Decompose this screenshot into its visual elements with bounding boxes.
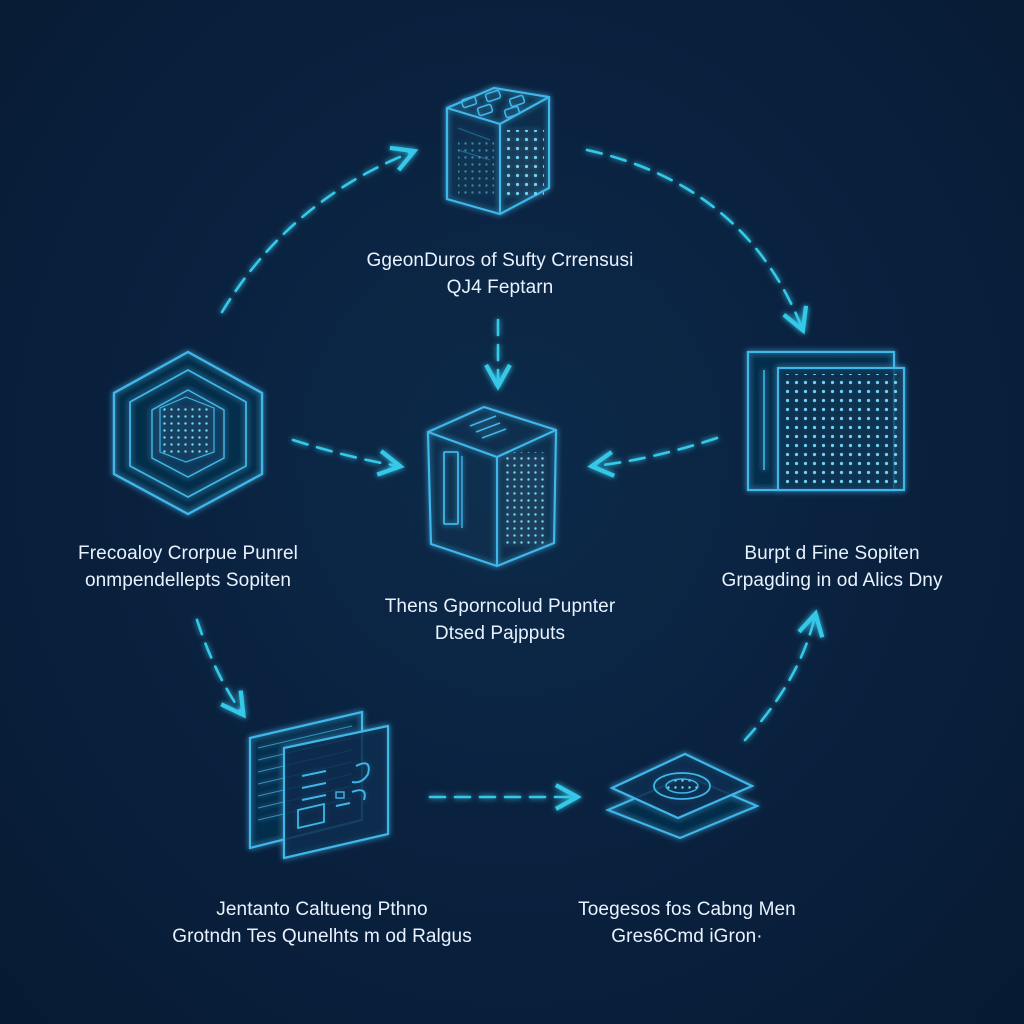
arrow-left-to-bottom-left [195, 618, 246, 719]
node-label-bottom-left: Jentanto Caltueng Pthno Grotndn Tes Qune… [172, 896, 472, 950]
data-cube-icon [445, 86, 551, 216]
node-label-center-line-2: Dtsed Pajpputs [434, 623, 566, 644]
node-label-right-line-1: Burpt d Fine Sopiten [744, 543, 920, 564]
node-label-top-line-2: QJ4 Feptarn [446, 277, 554, 298]
node-label-right-line-2: Grpagding in od Alics Dny [721, 570, 943, 591]
layered-chip-icon [605, 752, 760, 840]
grid-panel-icon [746, 350, 906, 492]
node-label-center-line-1: Thens Gporncolud Pupnter [384, 596, 616, 617]
document-panel-icon [248, 710, 390, 860]
arrow-left-to-top [220, 145, 419, 314]
node-label-top: GgeonDuros of Sufty Crrensusi QJ4 Feptar… [367, 247, 634, 301]
node-label-left-line-1: Frecoaloy Crorpue Punrel [78, 543, 298, 564]
arrows [195, 145, 825, 811]
node-label-bottom-right: Toegesos fos Cabng Men Gres6Cmd iGron· [578, 896, 796, 950]
node-label-bottom-right-line-2: Gres6Cmd iGron· [611, 926, 763, 947]
arrow-top-to-right [585, 148, 809, 335]
node-label-left: Frecoaloy Crorpue Punrel onmpendellepts … [78, 540, 298, 594]
node-label-right: Burpt d Fine Sopiten Grpagding in od Ali… [721, 540, 942, 594]
arrow-left-to-center [291, 438, 405, 477]
arrow-bottom-right-to-right [743, 609, 825, 742]
hexagon-cube-icon [112, 350, 264, 516]
node-label-left-line-2: onmpendellepts Sopiten [84, 570, 292, 591]
arrow-right-to-center [587, 436, 719, 478]
node-label-bottom-left-line-2: Grotndn Tes Qunelhts m od Ralgus [172, 926, 472, 947]
node-label-bottom-right-line-1: Toegesos fos Cabng Men [578, 899, 796, 920]
node-label-center: Thens Gporncolud Pupnter Dtsed Pajpputs [385, 593, 616, 647]
server-cube-icon [426, 405, 558, 568]
node-label-bottom-left-line-1: Jentanto Caltueng Pthno [216, 899, 428, 920]
node-label-top-line-1: GgeonDuros of Sufty Crrensusi [366, 250, 634, 271]
